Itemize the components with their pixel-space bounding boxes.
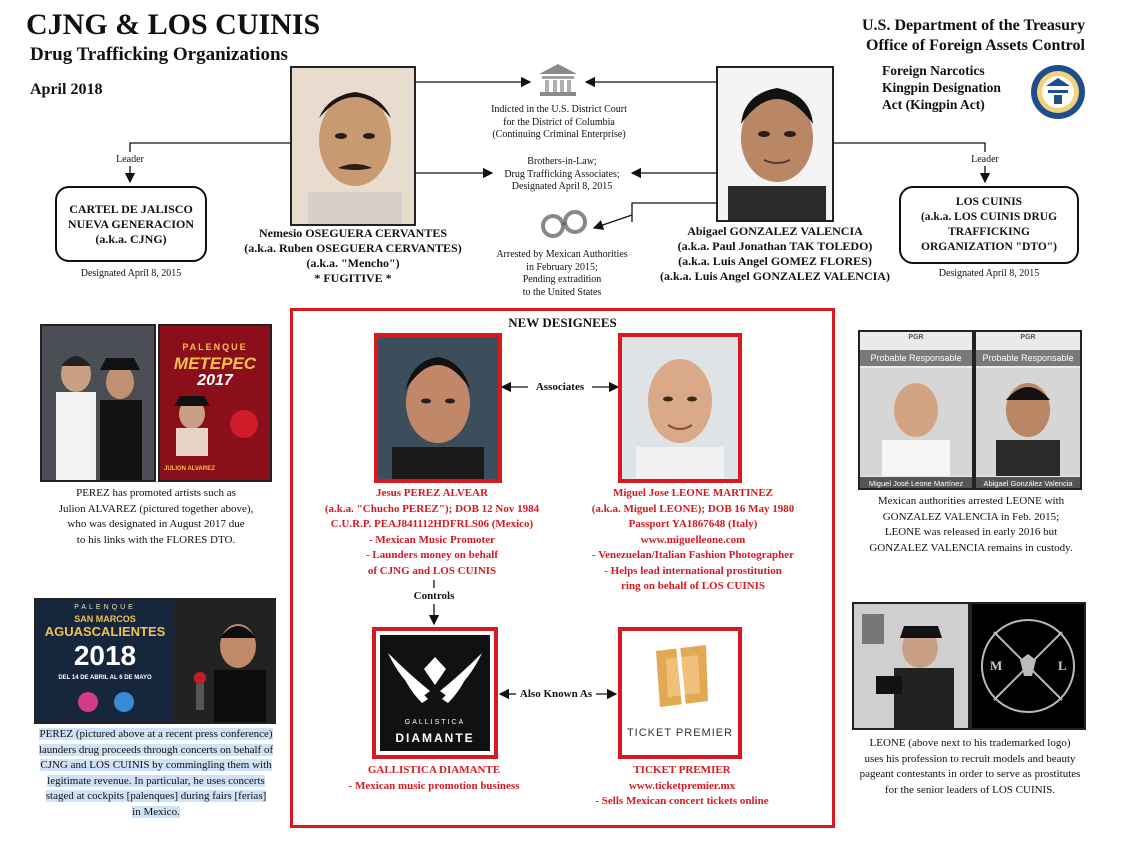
leader-label-right: Leader xyxy=(971,154,999,165)
logo-letter-m: M xyxy=(990,658,1003,673)
treasury-seal-icon xyxy=(1031,65,1085,119)
leone-photographer-photo xyxy=(852,602,970,730)
press-conference-photo xyxy=(176,598,276,724)
person-portrait-icon xyxy=(378,337,498,479)
left-caption-1: PEREZ has promoted artists such as Julio… xyxy=(58,487,254,546)
poster-logos-icon xyxy=(78,692,134,712)
cuinis-designated: Designated April 8, 2015 xyxy=(938,268,1040,279)
mug1-name: Miguel José Leone Martínez xyxy=(860,477,972,488)
right-caption-1: Mexican authorities arrested LEONE with … xyxy=(869,495,1073,554)
abigael-cuinis-line xyxy=(833,142,986,152)
arrested-arrow xyxy=(592,214,633,230)
pgr-label-2: PGR xyxy=(1020,334,1036,341)
leone-photo xyxy=(618,333,742,483)
left-caption-2: PEREZ (pictured above at a recent press … xyxy=(38,728,274,818)
person-portrait-icon xyxy=(728,88,826,220)
mencho-photo xyxy=(290,66,416,226)
metepec-poster: PALENQUE METEPEC 2017 JULION ALVAREZ xyxy=(158,324,272,482)
indicted-label: Indicted in the U.S. District Court for … xyxy=(491,104,627,140)
person-portrait-icon xyxy=(308,92,402,224)
ticket-logo-text: TICKET PREMIER xyxy=(626,727,734,739)
agency-line-2: Office of Foreign Assets Control xyxy=(866,37,1085,54)
abigael-caption: Abigael GONZALEZ VALENCIA (a.k.a. Paul J… xyxy=(660,224,890,283)
right-caption-2: LEONE (above next to his trademarked log… xyxy=(859,737,1081,796)
poster1-name: JULION ALVAREZ xyxy=(164,466,215,472)
logo-letter-l: L xyxy=(1058,658,1067,673)
singer-icon xyxy=(174,396,258,456)
associates-label: Associates xyxy=(535,381,585,393)
brothers-label: Brothers-in-Law; Drug Trafficking Associ… xyxy=(504,156,620,192)
gallistica-caption: GALLISTICA DIAMANTE - Mexican music prom… xyxy=(348,764,520,792)
poster1-big-text: METEPEC xyxy=(173,354,257,373)
person-portrait-icon xyxy=(860,368,972,476)
cjng-designated: Designated April 8, 2015 xyxy=(80,268,182,279)
ticket-premier-caption: TICKET PREMIER www.ticketpremier.mx - Se… xyxy=(595,764,769,807)
abigael-mugshot: PGR Probable Responsable Abigael Gonzále… xyxy=(974,330,1082,490)
mug1-header: Probable Responsable xyxy=(860,350,972,366)
photographer-icon xyxy=(854,604,968,728)
arrested-label: Arrested by Mexican Authorities in Febru… xyxy=(496,249,628,298)
poster2-dates: DEL 14 DE ABRIL AL 6 DE MAYO xyxy=(58,675,152,681)
ticket-premier-logo: TICKET PREMIER xyxy=(618,627,742,759)
gallistica-logo-big-text: DIAMANTE xyxy=(395,731,475,745)
cjng-org-box: CARTEL DE JALISCO NUEVA GENERACION (a.k.… xyxy=(55,186,207,262)
cuinis-org-box: LOS CUINIS (a.k.a. LOS CUINIS DRUG TRAFF… xyxy=(899,186,1079,264)
poster1-top-text: PALENQUE xyxy=(182,342,248,352)
poster2-big-text: AGUASCALIENTES xyxy=(44,624,166,639)
mug2-header: Probable Responsable xyxy=(976,350,1080,366)
page-subtitle: Drug Trafficking Organizations xyxy=(30,44,288,65)
perez-caption: Jesus PEREZ ALVEAR (a.k.a. "Chucho PEREZ… xyxy=(324,487,540,577)
poster2-year: 2018 xyxy=(73,640,137,671)
two-people-photo-icon xyxy=(42,326,154,480)
perez-photo xyxy=(374,333,502,483)
poster2-sub-text: SAN MARCOS xyxy=(74,614,136,624)
kingpin-act-label: Foreign Narcotics Kingpin Designation Ac… xyxy=(882,63,1001,112)
speaker-photo-icon xyxy=(178,600,274,722)
gallistica-logo: GALLISTICA DIAMANTE xyxy=(372,627,498,759)
ticket-icon xyxy=(656,644,708,708)
leone-trademark-logo: M L xyxy=(970,602,1086,730)
also-known-as-label: Also Known As xyxy=(519,688,593,700)
leone-mugshot: PGR Probable Responsable Miguel José Leo… xyxy=(858,330,974,490)
mencho-cjng-line xyxy=(129,142,290,152)
controls-label: Controls xyxy=(413,590,455,602)
ml-logo-icon xyxy=(972,604,1084,728)
person-portrait-icon xyxy=(976,368,1080,476)
poster1-year: 2017 xyxy=(197,372,233,389)
page-title: CJNG & LOS CUINIS xyxy=(26,8,321,41)
new-designees-heading: NEW DESIGNEES xyxy=(508,315,617,330)
handcuffs-icon xyxy=(541,210,587,238)
poster2-top-text: PALENQUE xyxy=(74,604,136,611)
bird-wings-icon xyxy=(388,653,482,703)
person-portrait-icon xyxy=(622,337,738,479)
gallistica-logo-small-text: GALLISTICA xyxy=(404,719,466,726)
aguascalientes-poster: PALENQUE SAN MARCOS AGUASCALIENTES 2018 … xyxy=(34,598,176,724)
leone-caption: Miguel Jose LEONE MARTINEZ (a.k.a. Migue… xyxy=(591,487,795,592)
leader-label-left: Leader xyxy=(116,154,144,165)
abigael-photo xyxy=(716,66,834,222)
page-date: April 2018 xyxy=(30,81,103,98)
mencho-caption: Nemesio OSEGUERA CERVANTES (a.k.a. Ruben… xyxy=(244,226,462,285)
mug2-name: Abigael González Valencia xyxy=(976,477,1080,488)
pgr-label-1: PGR xyxy=(908,334,924,341)
new-designees-panel xyxy=(290,308,835,828)
courthouse-icon xyxy=(539,64,577,96)
agency-line-1: U.S. Department of the Treasury xyxy=(862,17,1086,34)
perez-alvarez-photo xyxy=(40,324,156,482)
